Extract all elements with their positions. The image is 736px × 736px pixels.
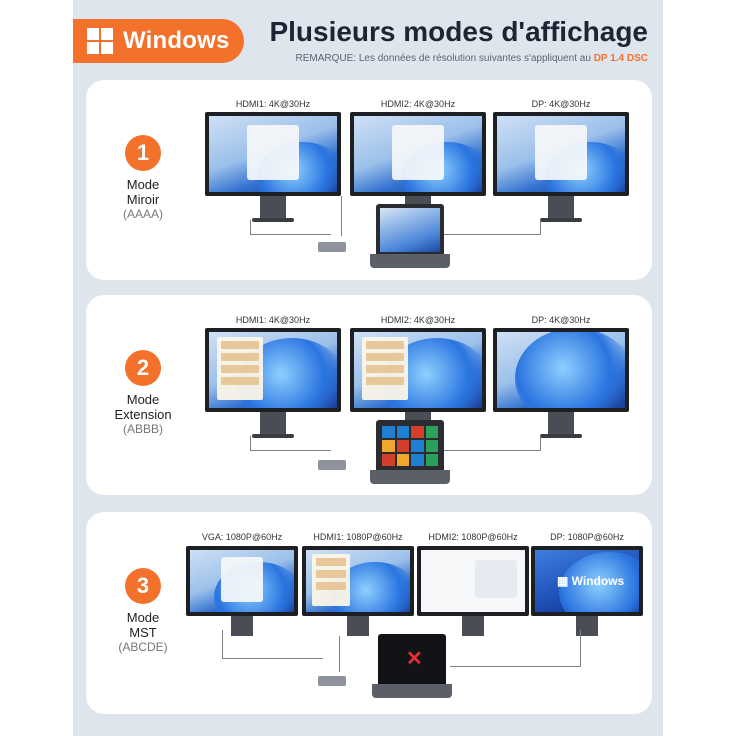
- monitor-stand: [347, 616, 369, 636]
- docking-hub: [318, 242, 346, 252]
- windows-badge: Windows: [73, 19, 244, 63]
- monitor: [417, 546, 529, 616]
- laptop: [370, 204, 450, 268]
- monitor-label: DP: 4K@30Hz: [531, 315, 591, 325]
- monitor-label: HDMI1: 4K@30Hz: [235, 99, 311, 109]
- badge-label: Windows: [123, 27, 230, 54]
- cable: [250, 220, 331, 235]
- monitor-label: HDMI2: 4K@30Hz: [380, 315, 456, 325]
- mst-mode-label: 3 Mode MST (ABCDE): [98, 568, 188, 655]
- monitor-stand: [405, 412, 431, 422]
- monitor-stand: [462, 616, 484, 636]
- mode-number: 1: [125, 135, 161, 171]
- monitor-stand: [548, 412, 574, 434]
- docking-hub: [318, 460, 346, 470]
- mode-name-line2: MST: [129, 625, 157, 640]
- remark-highlight: DP 1.4 DSC: [593, 53, 648, 64]
- monitor: [205, 328, 341, 412]
- docking-hub: [318, 676, 346, 686]
- monitor: [302, 546, 414, 616]
- monitor: [186, 546, 298, 616]
- laptop: [370, 420, 450, 484]
- mode-name-line2: Miroir: [126, 192, 160, 207]
- monitor-label: HDMI2: 1080P@60Hz: [428, 532, 518, 542]
- monitor-label: HDMI1: 4K@30Hz: [235, 315, 311, 325]
- mode-number: 3: [125, 568, 161, 604]
- extension-mode-label: 2 Mode Extension (ABBB): [98, 350, 188, 437]
- page-title: Plusieurs modes d'affichage: [269, 16, 648, 47]
- monitor: [350, 112, 486, 196]
- cable: [440, 220, 541, 235]
- monitor-base: [540, 218, 582, 222]
- windows-screen-text: Windows: [557, 574, 625, 588]
- monitor: [205, 112, 341, 196]
- mode-name-line1: Mode: [126, 610, 160, 625]
- monitor-stand: [231, 616, 253, 636]
- cable: [338, 636, 340, 672]
- monitor: Windows: [531, 546, 643, 616]
- mode-name-line1: Mode: [126, 392, 160, 407]
- mode-name-line2: Extension: [114, 407, 172, 422]
- mode-code: (ABBB): [122, 422, 163, 436]
- monitor-label: DP: 1080P@60Hz: [550, 532, 624, 542]
- monitor-base: [540, 434, 582, 438]
- laptop: ✕: [372, 634, 452, 698]
- monitor: [350, 328, 486, 412]
- remark-text: REMARQUE: Les données de résolution suiv…: [295, 53, 591, 64]
- cable: [340, 196, 342, 236]
- monitor-base: [252, 434, 294, 438]
- monitor: [493, 328, 629, 412]
- monitor-label: VGA: 1080P@60Hz: [201, 532, 283, 542]
- resolution-remark: REMARQUE: Les données de résolution suiv…: [250, 53, 649, 64]
- cable: [450, 630, 581, 667]
- cable: [440, 436, 541, 451]
- monitor-stand: [260, 412, 286, 434]
- monitor-label: HDMI1: 1080P@60Hz: [313, 532, 403, 542]
- mirror-mode-label: 1 Mode Miroir (AAAA): [98, 135, 188, 222]
- monitor-stand: [260, 196, 286, 218]
- monitor-label: DP: 4K@30Hz: [531, 99, 591, 109]
- monitor-stand: [576, 616, 598, 636]
- mode-code: (ABCDE): [118, 640, 168, 654]
- no-display-icon: ✕: [406, 648, 423, 670]
- monitor: [493, 112, 629, 196]
- monitor-label: HDMI2: 4K@30Hz: [380, 99, 456, 109]
- cable: [250, 436, 331, 451]
- cable: [222, 630, 323, 659]
- windows-logo-icon: [87, 28, 113, 54]
- monitor-base: [252, 218, 294, 222]
- monitor-stand: [548, 196, 574, 218]
- mode-code: (AAAA): [122, 207, 163, 221]
- mode-number: 2: [125, 350, 161, 386]
- mode-name-line1: Mode: [126, 177, 160, 192]
